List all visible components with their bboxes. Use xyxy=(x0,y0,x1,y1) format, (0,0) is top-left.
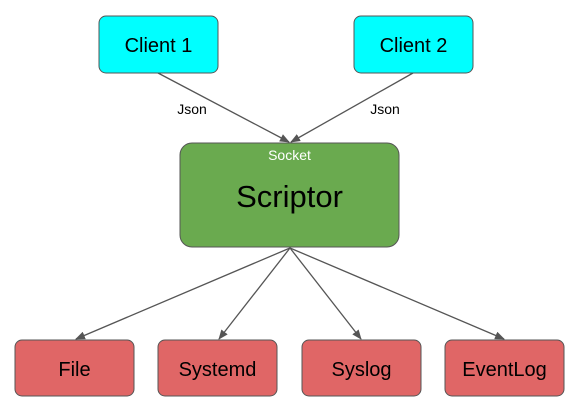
edge-scriptor-systemd xyxy=(218,247,291,340)
client2-label: Client 2 xyxy=(380,35,448,57)
client2-node: Client 2 xyxy=(353,15,474,74)
syslog-node: Syslog xyxy=(301,339,422,397)
eventlog-label: EventLog xyxy=(462,359,547,381)
eventlog-node: EventLog xyxy=(444,339,565,397)
edge-scriptor-eventlog xyxy=(289,247,505,340)
scriptor-label: Scriptor xyxy=(236,179,343,214)
file-label: File xyxy=(58,359,90,381)
scriptor-node: Socket Scriptor xyxy=(179,142,400,248)
edge-client2-scriptor xyxy=(290,72,414,143)
systemd-label: Systemd xyxy=(179,359,257,381)
edge-label-client1: Json xyxy=(177,101,207,117)
edge-scriptor-file xyxy=(75,247,291,340)
socket-label: Socket xyxy=(268,147,311,163)
client1-label: Client 1 xyxy=(125,35,193,57)
file-node: File xyxy=(14,339,135,397)
systemd-node: Systemd xyxy=(157,339,278,397)
edge-label-client2: Json xyxy=(370,101,400,117)
client1-node: Client 1 xyxy=(98,15,219,74)
syslog-label: Syslog xyxy=(331,359,391,381)
edge-client1-scriptor xyxy=(157,72,290,143)
edge-scriptor-syslog xyxy=(289,247,362,340)
